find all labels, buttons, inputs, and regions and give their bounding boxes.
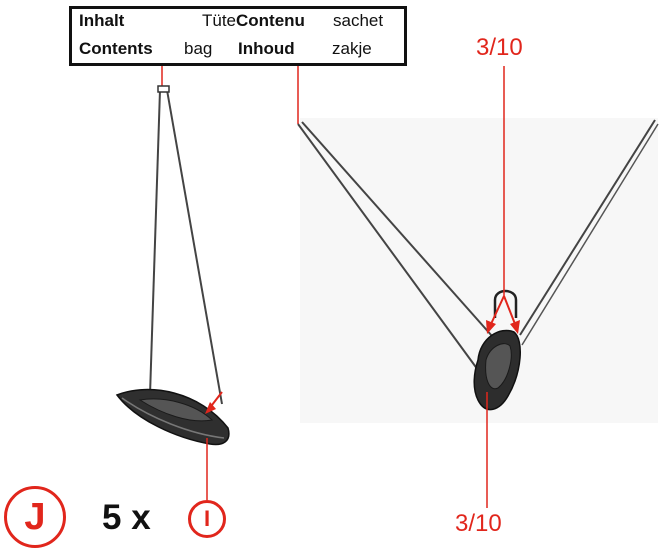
top-measure-arrow-right-line — [503, 295, 516, 325]
contents-label-fr: Contenu — [236, 11, 305, 30]
top-measure-arrow-left-line — [490, 295, 505, 325]
left-pointer-arrowhead — [205, 402, 216, 414]
contents-value-de: Tüte — [202, 11, 237, 30]
left-rigging-line-b — [166, 89, 223, 405]
left-rigging-top-ring — [157, 85, 170, 93]
bottom-measurement-label: 3/10 — [455, 510, 502, 537]
contents-value-fr: sachet — [333, 11, 384, 30]
left-hull-deck — [138, 398, 214, 422]
right-u-loop — [493, 289, 518, 318]
right-hull-deck — [485, 343, 512, 390]
right-rigging-line-b — [301, 121, 493, 337]
contents-label-de: Inhalt — [79, 11, 125, 30]
right-rigging-line-a — [297, 123, 479, 371]
right-rigging-line-c — [519, 119, 656, 336]
top-measure-arrowhead-left — [486, 320, 496, 334]
left-pointer-line — [211, 391, 223, 406]
top-measurement-label: 3/10 — [476, 34, 523, 61]
contents-label-en: Contents — [79, 39, 153, 58]
contents-box: Inhalt Tüte Contenu sachet Contents bag … — [69, 6, 407, 66]
step-letter-badge: J — [4, 486, 66, 548]
part-letter: I — [203, 506, 211, 531]
left-hull-highlight — [121, 397, 225, 439]
part-badge: I — [188, 500, 226, 538]
contents-value-nl: zakje — [332, 39, 372, 58]
contents-value-en: bag — [184, 39, 213, 58]
step-letter: J — [24, 495, 46, 538]
right-rigging-line-d — [521, 123, 659, 346]
left-rigging-line-a — [149, 89, 161, 396]
quantity-label: 5 x — [102, 498, 151, 537]
contents-label-nl: Inhoud — [238, 39, 295, 58]
top-measure-arrowhead-right — [510, 320, 520, 334]
